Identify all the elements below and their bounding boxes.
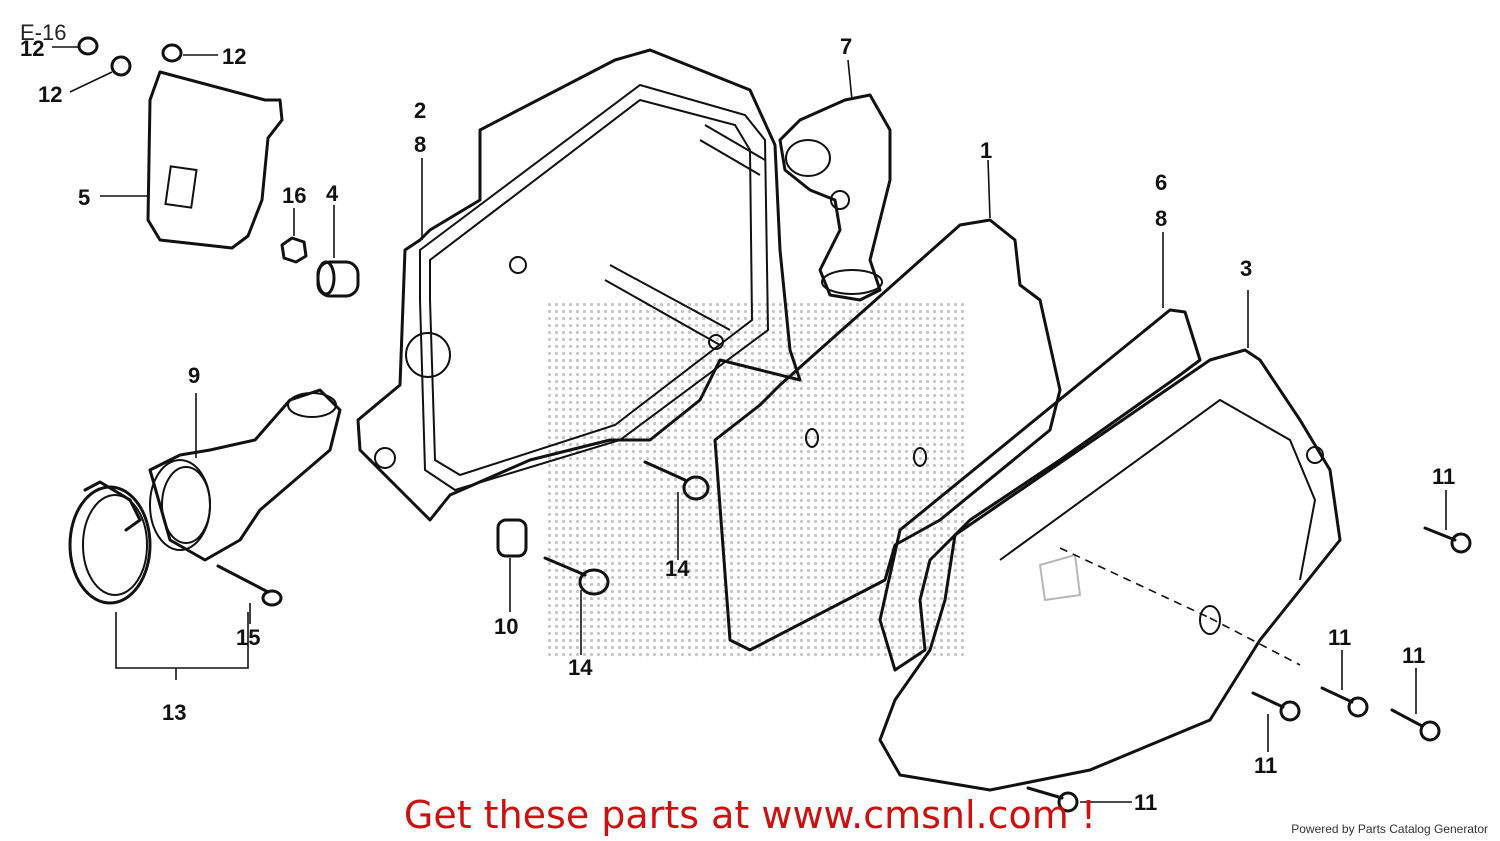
callout-11: 11 [1432, 464, 1455, 489]
part-16-nut [280, 208, 308, 264]
callout-6: 6 [1155, 170, 1167, 195]
callout-11: 11 [1134, 790, 1157, 815]
callout-11: 11 [1328, 625, 1351, 650]
callout-5: 5 [78, 185, 90, 210]
callout-14: 14 [568, 655, 593, 680]
part-9-connecting-tube [148, 388, 342, 562]
part-12-nuts [52, 36, 218, 93]
callout-9: 9 [188, 363, 200, 388]
part-7-duct-tube [778, 59, 892, 302]
callout-8: 8 [1155, 206, 1167, 231]
callout-1: 1 [980, 138, 992, 163]
callout-3: 3 [1240, 256, 1252, 281]
part-14-bolt-lower [543, 556, 610, 655]
part-2-air-cleaner-case [356, 48, 802, 522]
part-13-clamp-band [68, 480, 249, 680]
callout-12: 12 [38, 82, 62, 107]
callout-12: 12 [222, 44, 246, 69]
powered-by-credit: Powered by Parts Catalog Generator [1291, 822, 1488, 836]
part-3-cover [878, 290, 1342, 792]
callout-8: 8 [414, 132, 426, 157]
part-11-screws [1026, 490, 1472, 813]
callout-13: 13 [162, 700, 186, 725]
watermark-logo [545, 300, 965, 660]
part-5-plate [100, 70, 284, 250]
part-4-collar [316, 205, 360, 298]
callout-7: 7 [840, 34, 852, 59]
page-code: E-16 [20, 20, 66, 45]
callout-labels: 12 12 12 5 16 4 2 8 7 1 6 8 3 9 11 14 10… [20, 34, 1455, 815]
callout-12: 12 [20, 36, 44, 61]
callout-14: 14 [665, 556, 690, 581]
callout-2: 2 [414, 98, 426, 123]
callout-16: 16 [282, 183, 306, 208]
part-15-screw [216, 564, 283, 624]
callout-15: 15 [236, 625, 260, 650]
buy-parts-link[interactable]: Get these parts at www.cmsnl.com ! [403, 793, 1097, 837]
callout-10: 10 [494, 614, 518, 639]
part-14-bolt-upper [643, 460, 710, 560]
part-10-collar [496, 518, 528, 612]
callout-11: 11 [1402, 643, 1425, 668]
part-1-filter-element [713, 159, 1062, 652]
part-6-gasket [878, 232, 1202, 672]
callout-4: 4 [326, 181, 339, 206]
callout-11: 11 [1254, 753, 1277, 778]
